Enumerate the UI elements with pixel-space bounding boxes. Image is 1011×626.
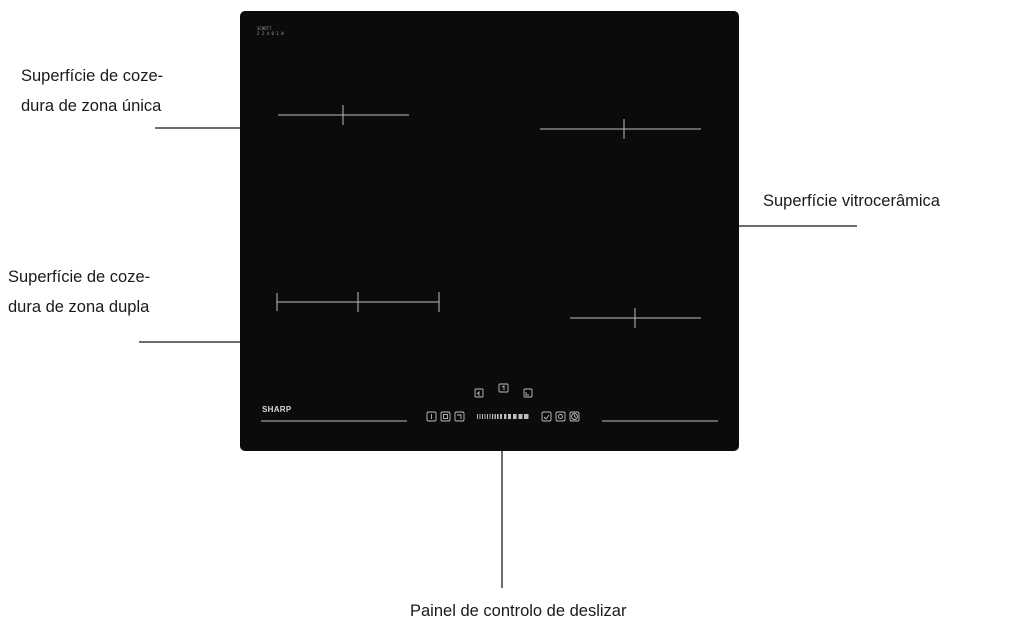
model-plate: SCHDTT 2 2 4 0 1 W xyxy=(257,26,284,36)
slider-panel-label: Painel de controlo de deslizar xyxy=(410,602,627,620)
dual-zone-label-line1: Superfície de coze- xyxy=(8,268,151,286)
zone-select-right-icon[interactable] xyxy=(523,388,533,398)
dual-zone-label: Superfície de coze- dura de zona dupla xyxy=(8,262,150,322)
boost-button-icon[interactable] xyxy=(555,411,566,422)
cooktop-markings xyxy=(261,105,718,422)
power-button-icon[interactable] xyxy=(426,411,437,422)
single-zone-label-line2: dura de zona única xyxy=(21,97,162,115)
zone-select-center-icon[interactable] xyxy=(498,383,509,393)
timer-button-icon[interactable] xyxy=(569,411,580,422)
model-line1: SCHDTT xyxy=(257,26,272,31)
single-zone-leader xyxy=(155,127,241,129)
dual-zone-leader xyxy=(139,341,241,343)
zone-top-left-marker xyxy=(278,105,409,125)
slider-panel-leader xyxy=(501,451,503,588)
brand-logo: SHARP xyxy=(262,405,292,414)
single-zone-label: Superfície de coze- dura de zona única xyxy=(21,61,163,121)
vitroceramic-leader xyxy=(738,225,857,227)
single-zone-label-line1: Superfície de coze- xyxy=(21,67,164,85)
pause-button-icon[interactable] xyxy=(454,411,465,422)
zone-top-right-marker xyxy=(540,119,701,139)
model-line2: 2 2 4 0 1 W xyxy=(257,31,284,36)
zone-select-left-icon[interactable] xyxy=(474,388,484,398)
power-slider[interactable] xyxy=(477,414,529,419)
dual-zone-label-line2: dura de zona dupla xyxy=(8,298,150,316)
vitroceramic-label: Superfície vitrocerâmica xyxy=(763,192,940,210)
lock-button-icon[interactable] xyxy=(440,411,451,422)
zone-bottom-left-dual-marker xyxy=(276,292,440,312)
zone-bottom-right-marker xyxy=(570,308,701,328)
cooktop-glass-surface: SCHDTT 2 2 4 0 1 W xyxy=(240,11,739,451)
timer-minus-button-icon[interactable] xyxy=(541,411,552,422)
